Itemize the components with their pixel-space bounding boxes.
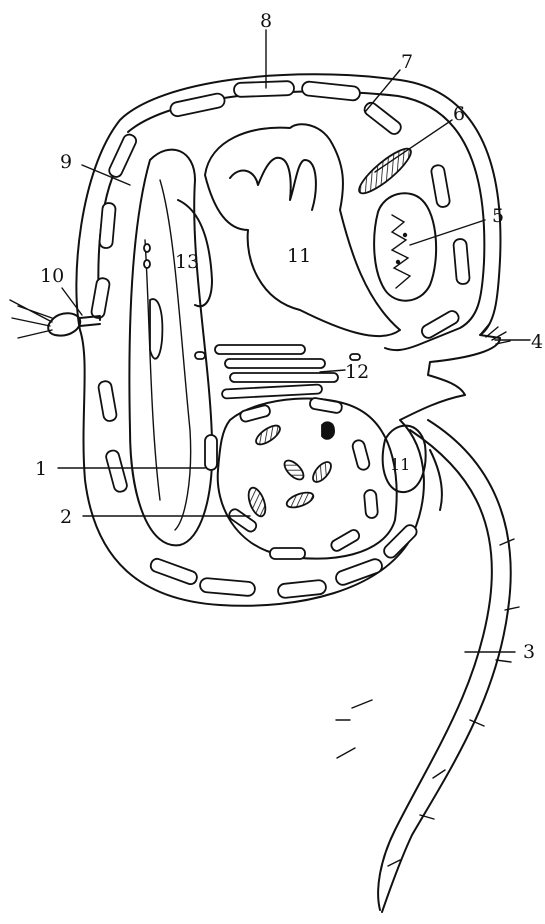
label-13: 13 bbox=[175, 251, 199, 273]
label-2: 2 bbox=[60, 506, 72, 528]
label-9: 9 bbox=[60, 151, 72, 173]
nucleus bbox=[205, 397, 397, 559]
label-5: 5 bbox=[492, 205, 504, 227]
elongated-chloroplast bbox=[129, 150, 212, 546]
label-4: 4 bbox=[531, 331, 543, 353]
label-7: 7 bbox=[401, 51, 413, 73]
label-11-upper: 11 bbox=[287, 245, 311, 267]
left-appendage bbox=[10, 300, 100, 338]
cell-outline bbox=[76, 74, 500, 605]
label-3: 3 bbox=[523, 641, 535, 663]
label-11-lower: 11 bbox=[390, 455, 410, 474]
flagellum-base bbox=[480, 323, 510, 344]
golgi bbox=[195, 345, 360, 399]
label-8: 8 bbox=[260, 10, 272, 32]
flagellum bbox=[336, 420, 519, 912]
label-1: 1 bbox=[35, 458, 47, 480]
label-12: 12 bbox=[345, 361, 369, 383]
label-6: 6 bbox=[453, 103, 465, 125]
mitochondrion bbox=[374, 193, 436, 300]
label-10: 10 bbox=[40, 265, 64, 287]
reservoir bbox=[178, 124, 400, 336]
